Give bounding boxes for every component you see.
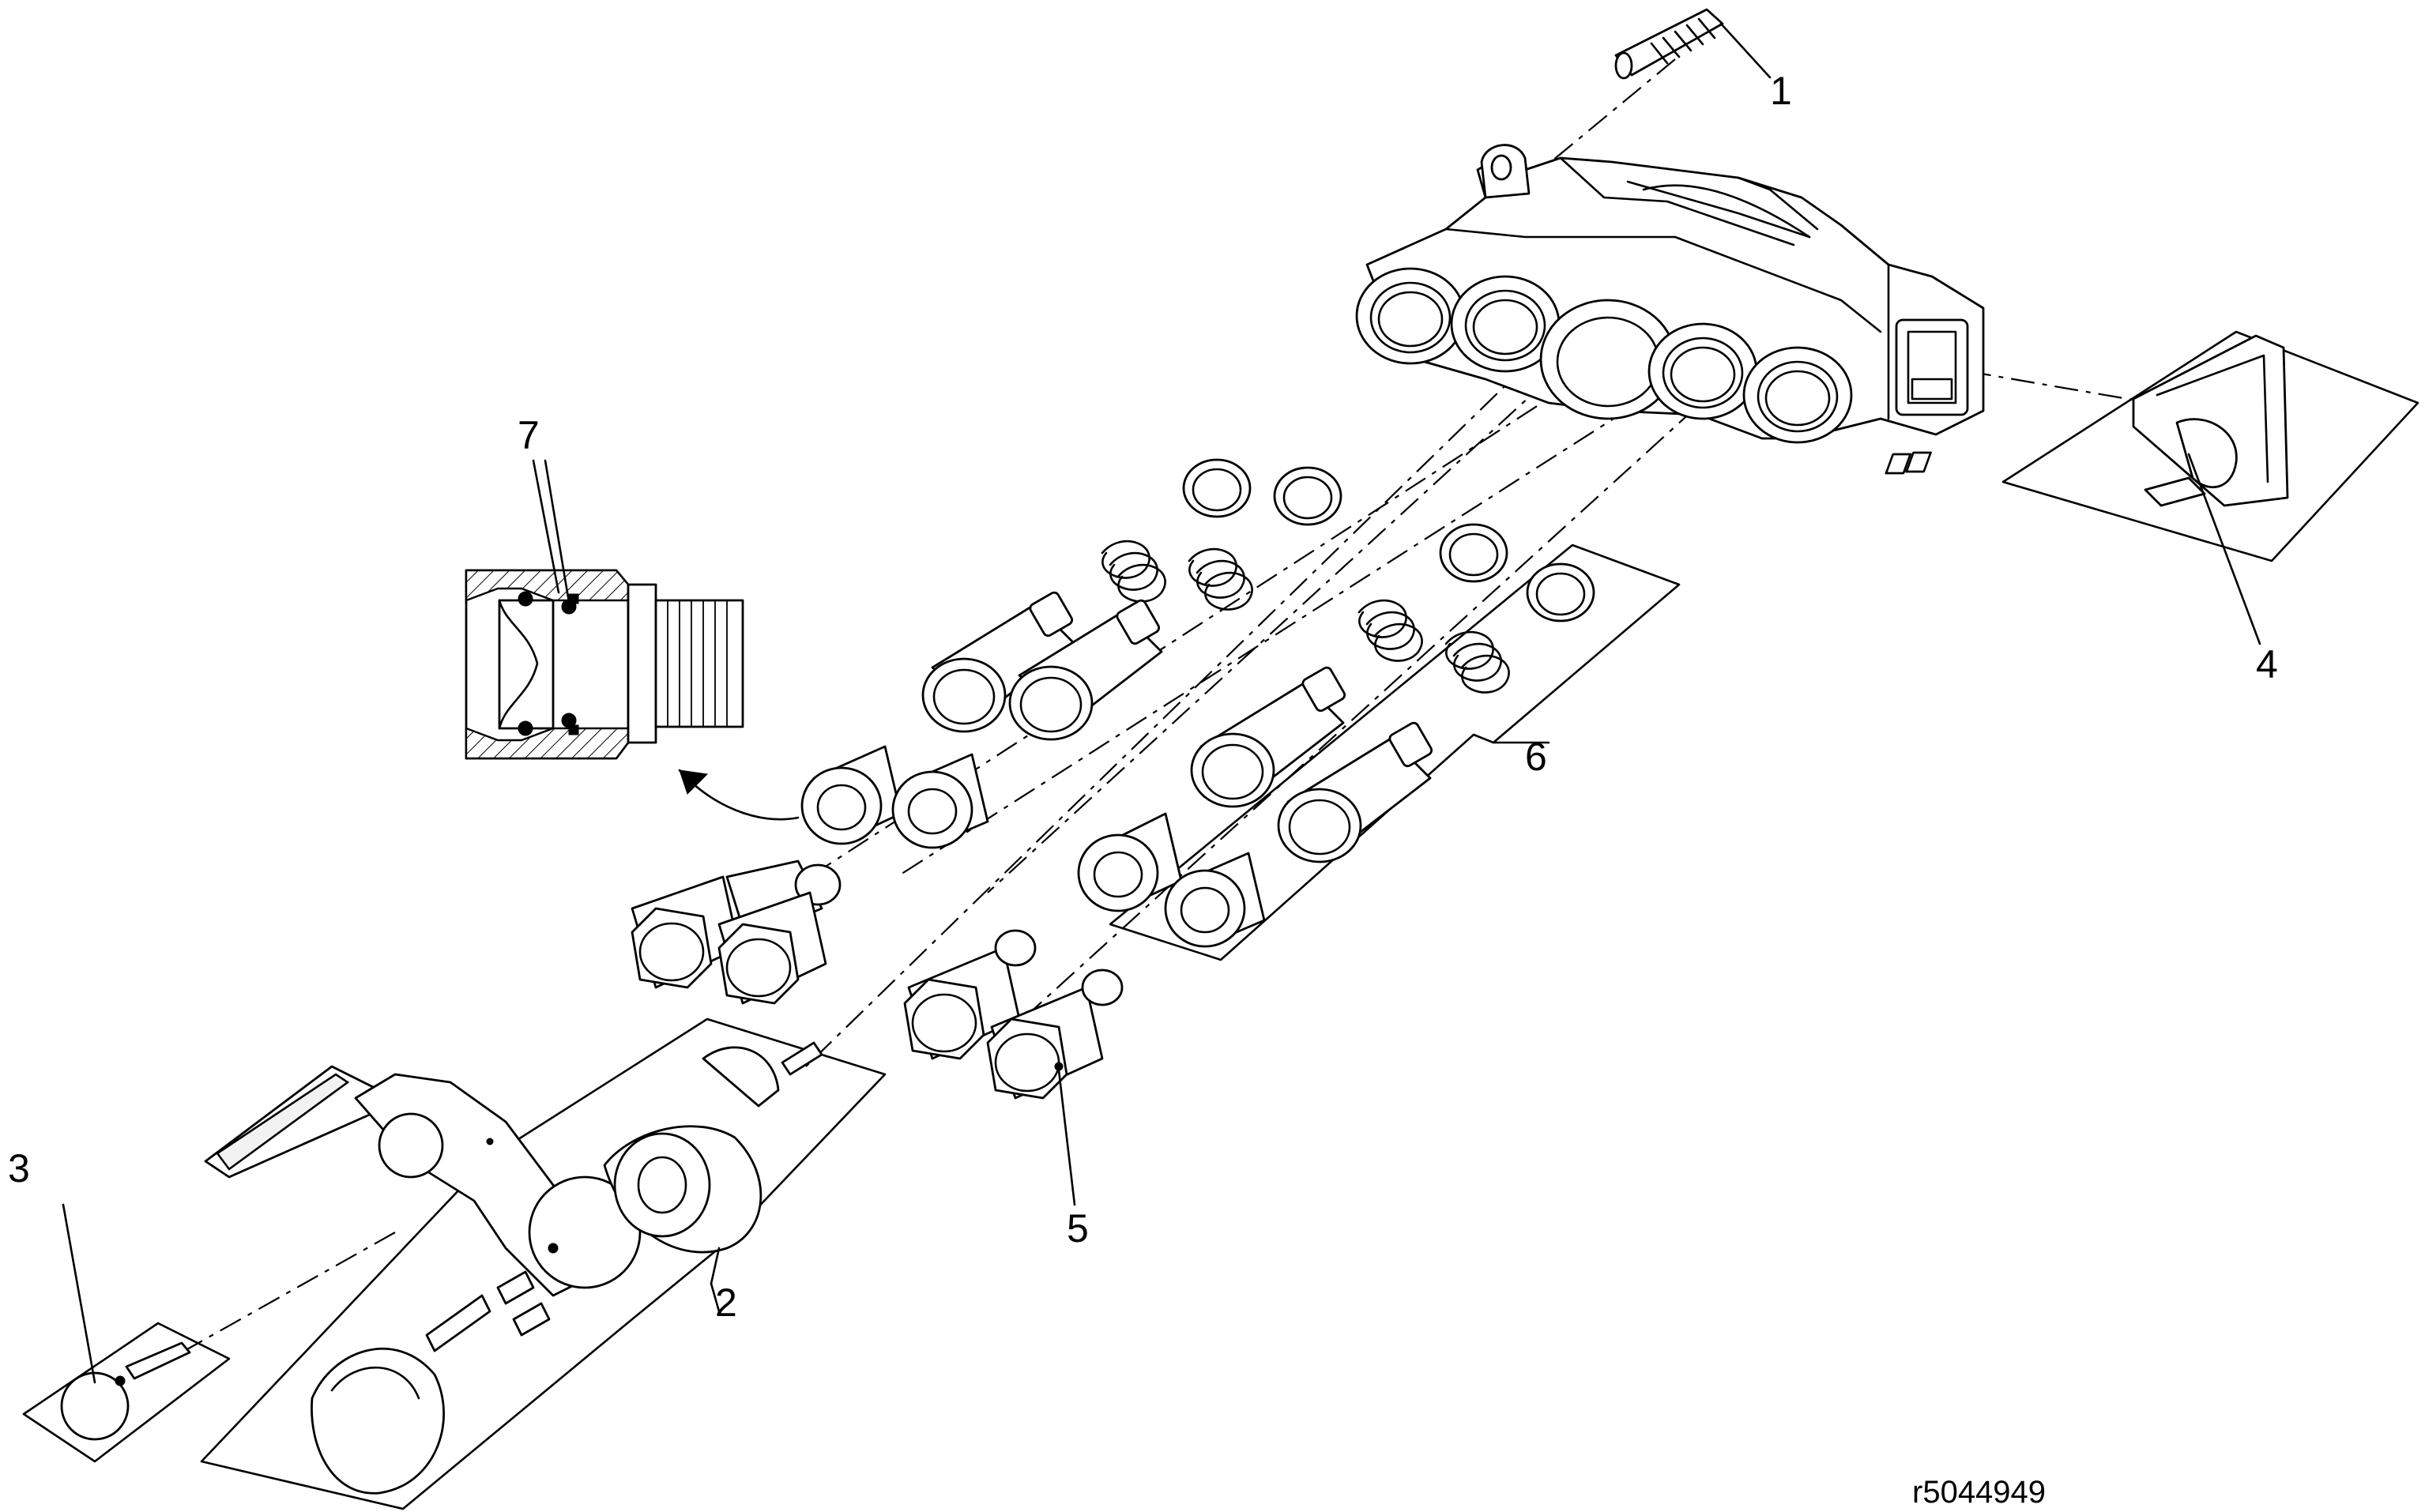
seat-rings-left: [800, 745, 989, 849]
drawing-number: r5044949: [1912, 1475, 2046, 1510]
pin-part-1: [1614, 8, 1772, 80]
callout-1: 1: [1770, 69, 1792, 113]
detail-section-view-part-7: [465, 569, 800, 821]
callout-labels: 1 2 3 4 5 6 7: [8, 69, 2278, 1325]
callout-7: 7: [518, 413, 540, 457]
knob-kit-part-3: [22, 1322, 231, 1463]
callout-5: 5: [1067, 1206, 1089, 1251]
leader-lines: [62, 453, 2261, 1384]
callout-3: 3: [8, 1146, 30, 1190]
fittings-left: [631, 859, 842, 1005]
actuator-kit-part-2: [200, 1017, 887, 1510]
callout-6: 6: [1525, 735, 1547, 779]
upper-row-valve-parts: [921, 458, 1342, 741]
cover-kit-part-4: [1885, 330, 2419, 562]
valve-kit-part-6: [1077, 523, 1681, 961]
fittings-part-5: [903, 929, 1124, 1100]
callout-4: 4: [2256, 642, 2278, 686]
manifold-block: [1355, 144, 1985, 444]
callout-2: 2: [715, 1281, 737, 1325]
